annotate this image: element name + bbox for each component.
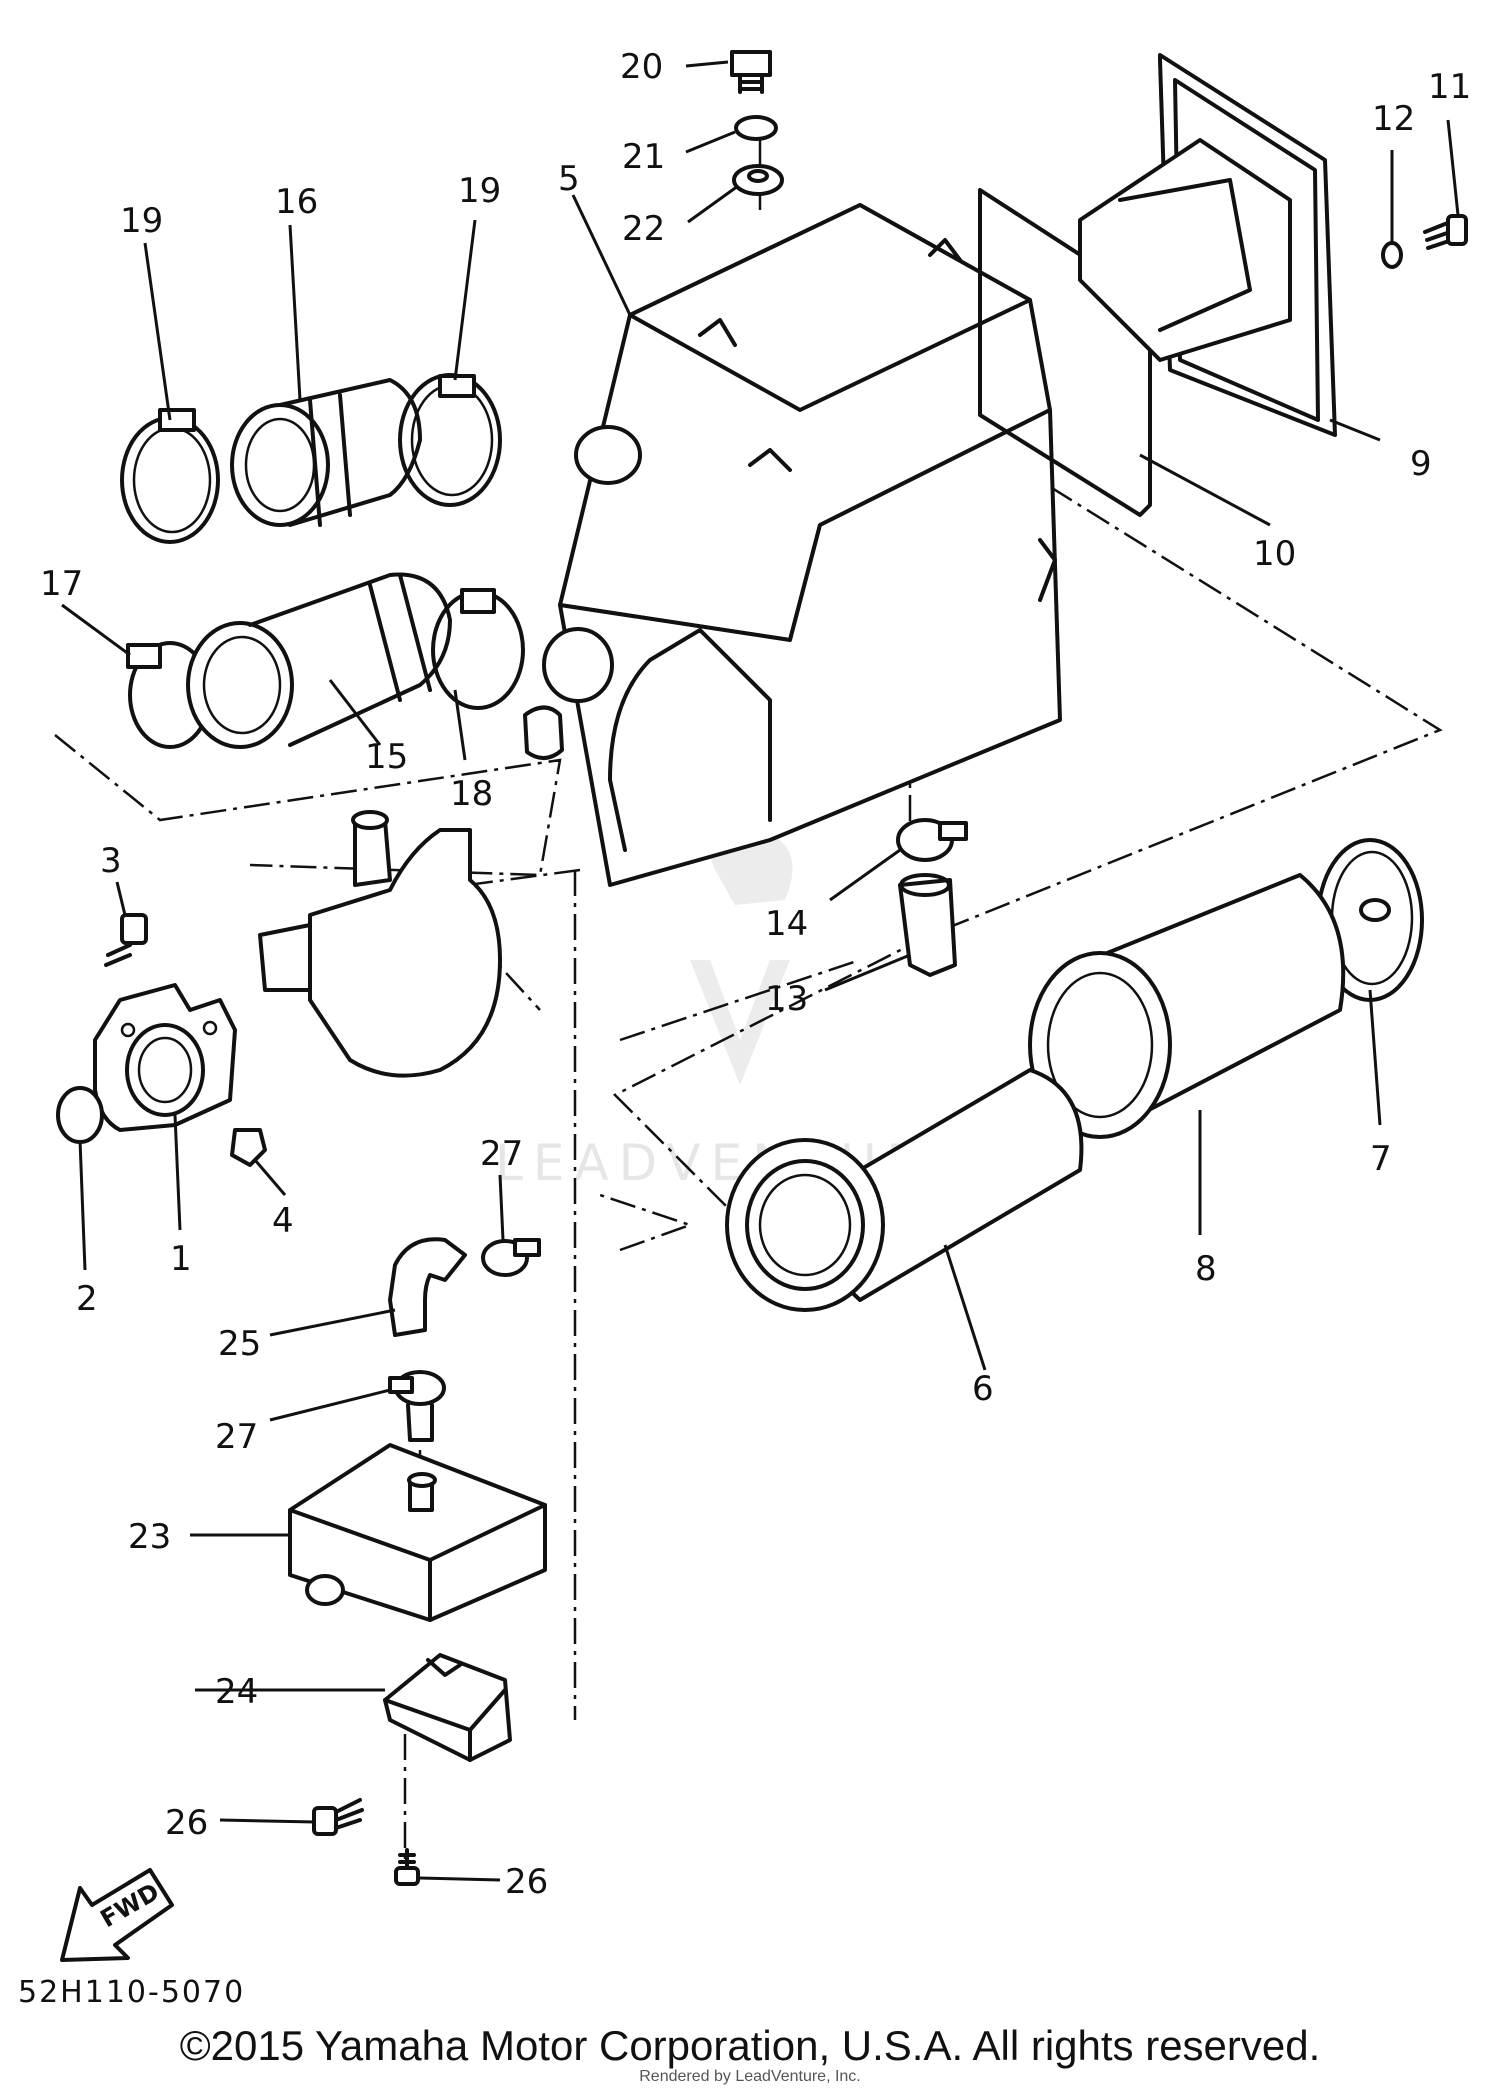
callout-26-right: 26 (505, 1862, 548, 1902)
guide-6 (725, 1068, 1084, 1312)
screw-26-left (312, 1798, 364, 1836)
bracket-24 (383, 1653, 512, 1762)
clamp-14 (896, 818, 968, 862)
callout-11: 11 (1428, 67, 1471, 107)
callout-7: 7 (1370, 1139, 1392, 1179)
clamp-27-lower (388, 1370, 446, 1442)
joint-1 (93, 983, 237, 1132)
o-ring-2 (56, 1086, 104, 1144)
callout-26-left: 26 (165, 1803, 208, 1843)
callout-13: 13 (765, 979, 808, 1019)
callout-12: 12 (1372, 99, 1415, 139)
callout-22: 22 (622, 209, 665, 249)
callout-4: 4 (272, 1201, 294, 1241)
callout-6: 6 (972, 1369, 994, 1409)
screw-11 (1423, 214, 1468, 250)
bolt-20 (730, 50, 772, 94)
callout-25: 25 (218, 1324, 261, 1364)
callout-19-right: 19 (458, 171, 501, 211)
carburetor (258, 810, 502, 1078)
callout-9: 9 (1410, 444, 1432, 484)
clamp-18 (431, 588, 525, 710)
intake-duct-9 (1078, 53, 1337, 437)
diagram-code: 52H110-5070 (18, 1975, 245, 2010)
callout-3: 3 (100, 841, 122, 881)
callout-labels: 20 21 22 5 19 16 19 12 11 9 10 17 15 18 … (40, 47, 1471, 1902)
callout-8: 8 (1195, 1249, 1217, 1289)
callout-21: 21 (622, 137, 665, 177)
washer-12 (1381, 241, 1403, 269)
callout-23: 23 (128, 1517, 171, 1557)
nut-21 (734, 115, 778, 141)
joint-13 (898, 873, 957, 977)
callout-18: 18 (450, 774, 493, 814)
joint-15 (186, 572, 452, 749)
callout-19-left: 19 (120, 201, 163, 241)
nut-4 (230, 1128, 267, 1167)
callout-24: 24 (215, 1672, 258, 1712)
callout-14: 14 (765, 904, 808, 944)
leader-lines (61, 60, 1460, 1882)
callout-16: 16 (275, 182, 318, 222)
callout-2: 2 (76, 1279, 98, 1319)
callout-15: 15 (365, 737, 408, 777)
air-cleaner-case-5 (523, 203, 1062, 887)
clamp-19-left (120, 408, 220, 544)
clamp-27-upper (481, 1238, 541, 1277)
callout-27-lower: 27 (215, 1417, 258, 1457)
clamp-19-right (398, 373, 502, 507)
fwd-arrow-icon: FWD (60, 1868, 174, 1962)
callout-1: 1 (170, 1239, 192, 1279)
copyright-notice: ©2015 Yamaha Motor Corporation, U.S.A. A… (179, 2022, 1321, 2069)
callout-20: 20 (620, 47, 663, 87)
rendered-by-notice: Rendered by LeadVenture, Inc. (639, 2068, 861, 2085)
element-8 (1028, 873, 1346, 1139)
callout-5: 5 (558, 159, 580, 199)
joint-16 (230, 378, 422, 527)
hose-25 (388, 1237, 467, 1337)
callout-17: 17 (40, 564, 83, 604)
tank-23 (288, 1443, 547, 1622)
grommet-22 (732, 164, 784, 196)
screw-26-right (394, 1848, 420, 1886)
screw-3 (104, 913, 148, 967)
callout-10: 10 (1253, 534, 1296, 574)
callout-27-upper: 27 (480, 1134, 523, 1174)
